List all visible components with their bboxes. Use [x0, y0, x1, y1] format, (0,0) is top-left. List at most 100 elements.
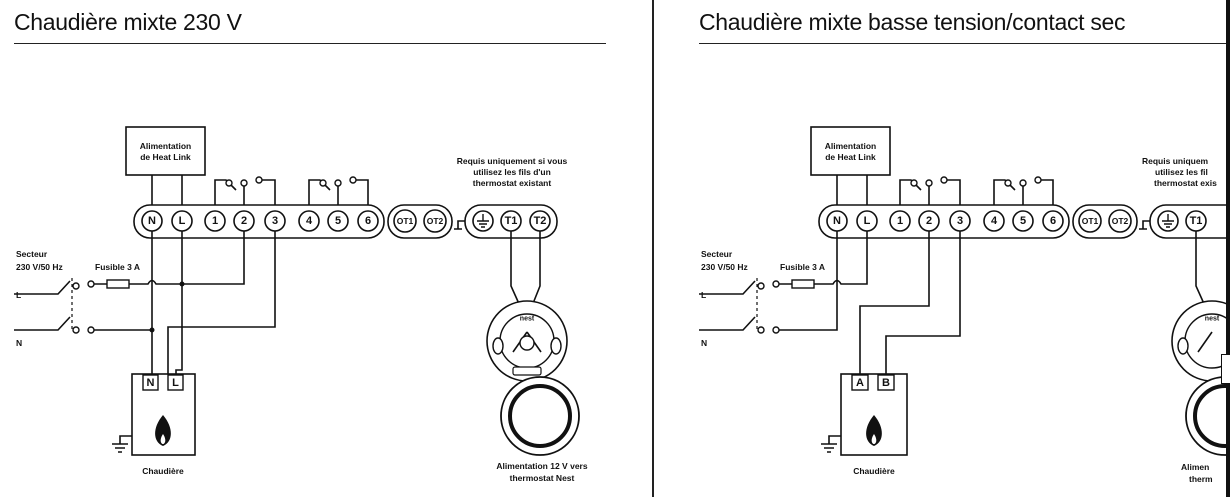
svg-text:B: B: [882, 377, 890, 389]
fuse-label: Fusible 3 A: [95, 262, 140, 272]
switch-pivot: [72, 326, 80, 334]
svg-text:5: 5: [335, 215, 341, 227]
mains-n-wire: [699, 316, 756, 331]
svg-text:L: L: [179, 215, 186, 227]
mains-spec: 230 V/50 Hz: [701, 262, 748, 272]
relay-pivot: [1019, 179, 1027, 187]
terminal-3: 3: [949, 210, 971, 232]
mains-spec: 230 V/50 Hz: [16, 262, 63, 272]
boiler-label: Chaudière: [142, 466, 184, 476]
earth-terminal: [472, 210, 494, 232]
relay-pivot: [225, 179, 233, 187]
svg-text:4: 4: [991, 215, 998, 227]
mains-l-wire: [699, 280, 756, 295]
title-underline-right: [699, 43, 1230, 44]
svg-text:T2: T2: [534, 215, 547, 227]
relay-pivot: [910, 179, 918, 187]
terminal-T2: T2: [529, 210, 551, 232]
mains-label: Secteur: [701, 249, 733, 259]
boiler-terminal-B: B: [877, 374, 895, 391]
thermostat-note-line2: utilisez les fil: [1155, 167, 1208, 177]
svg-text:L: L: [864, 215, 871, 227]
wire: [1041, 179, 1054, 207]
terminal-1: 1: [204, 210, 226, 232]
thermostat-note-line2: utilisez les fils d'un: [473, 167, 551, 177]
thermostat-wires: [510, 231, 541, 307]
mains-label: Secteur: [16, 249, 48, 259]
nest-thermostat: [1185, 376, 1230, 456]
power-box-line1: Alimentation: [825, 141, 876, 151]
svg-text:OT2: OT2: [427, 216, 444, 226]
terminal-4: 4: [298, 210, 320, 232]
terminal-OT2: OT2: [1108, 209, 1132, 233]
boiler: [840, 373, 908, 456]
boiler-terminal-L: L: [167, 374, 184, 391]
relay-pivot: [1004, 179, 1012, 187]
line-n-label: N: [16, 338, 22, 348]
boiler-a-wire: [859, 231, 930, 374]
fuse-label: Fusible 3 A: [780, 262, 825, 272]
neutral-wire: [779, 231, 838, 331]
heat-link-power-box: [125, 126, 206, 176]
diagram-title-right: Chaudière mixte basse tension/contact se…: [699, 9, 1126, 35]
switched-live-wire: [167, 231, 276, 374]
terminal-OT1: OT1: [1078, 209, 1102, 233]
switch-pivot: [757, 326, 765, 334]
terminal-N: N: [826, 210, 848, 232]
svg-text:A: A: [856, 377, 864, 389]
ground-icon: [112, 435, 132, 453]
wiring-diagram-left: Alimentation de Heat Link N L 1 2 3 4 5 …: [14, 126, 588, 483]
thermostat-wires: [1195, 231, 1206, 307]
thermostat-note-line1: Requis uniquem: [1142, 156, 1209, 166]
thermostat-note-line1: Requis uniquement si vous: [457, 156, 568, 166]
svg-text:N: N: [147, 377, 155, 389]
flame-icon: [866, 415, 882, 446]
svg-text:2: 2: [926, 215, 932, 227]
thermostat-note-line3: thermostat exis: [1154, 178, 1217, 188]
terminal-2: 2: [918, 210, 940, 232]
terminal-6: 6: [1042, 210, 1064, 232]
svg-text:3: 3: [272, 215, 278, 227]
svg-text:5: 5: [1020, 215, 1026, 227]
power-box-line1: Alimentation: [140, 141, 191, 151]
wire: [947, 179, 961, 207]
fuse: [791, 279, 815, 289]
svg-text:OT1: OT1: [1082, 216, 1099, 226]
page-edge: [1226, 0, 1230, 497]
terminal-L: L: [171, 210, 193, 232]
relay-pivot: [925, 179, 933, 187]
svg-text:OT1: OT1: [397, 216, 414, 226]
svg-text:T1: T1: [505, 215, 518, 227]
switch-pivot: [757, 282, 765, 290]
svg-text:6: 6: [365, 215, 371, 227]
nest-supply-line2: therm: [1189, 474, 1213, 484]
thermostat-note-line3: thermostat existant: [473, 178, 552, 188]
line-n-label: N: [701, 338, 707, 348]
terminal-5: 5: [327, 210, 349, 232]
boiler-terminal-A: A: [851, 374, 869, 391]
terminal-OT1: OT1: [393, 209, 417, 233]
column-separator: [652, 0, 654, 497]
power-box-line2: de Heat Link: [825, 152, 876, 162]
scroll-tab[interactable]: [1221, 354, 1230, 384]
line-l-label: L: [701, 290, 706, 300]
switch-pivot: [772, 280, 780, 288]
mains-n-wire: [14, 316, 71, 331]
nest-supply-line1: Alimen: [1181, 462, 1209, 472]
switch-pivot: [72, 282, 80, 290]
boiler-terminal-N: N: [142, 374, 159, 391]
wire: [262, 179, 276, 207]
terminal-OT2: OT2: [423, 209, 447, 233]
nest-supply-line1: Alimentation 12 V vers: [496, 461, 587, 471]
svg-text:1: 1: [897, 215, 903, 227]
svg-text:6: 6: [1050, 215, 1056, 227]
svg-text:3: 3: [957, 215, 963, 227]
relay-pivot: [1034, 176, 1042, 184]
boiler-b-wire: [885, 231, 961, 374]
nest-brand: nest: [520, 316, 535, 323]
switch-pivot: [772, 326, 780, 334]
svg-text:4: 4: [306, 215, 313, 227]
terminal-strip: [133, 204, 385, 239]
